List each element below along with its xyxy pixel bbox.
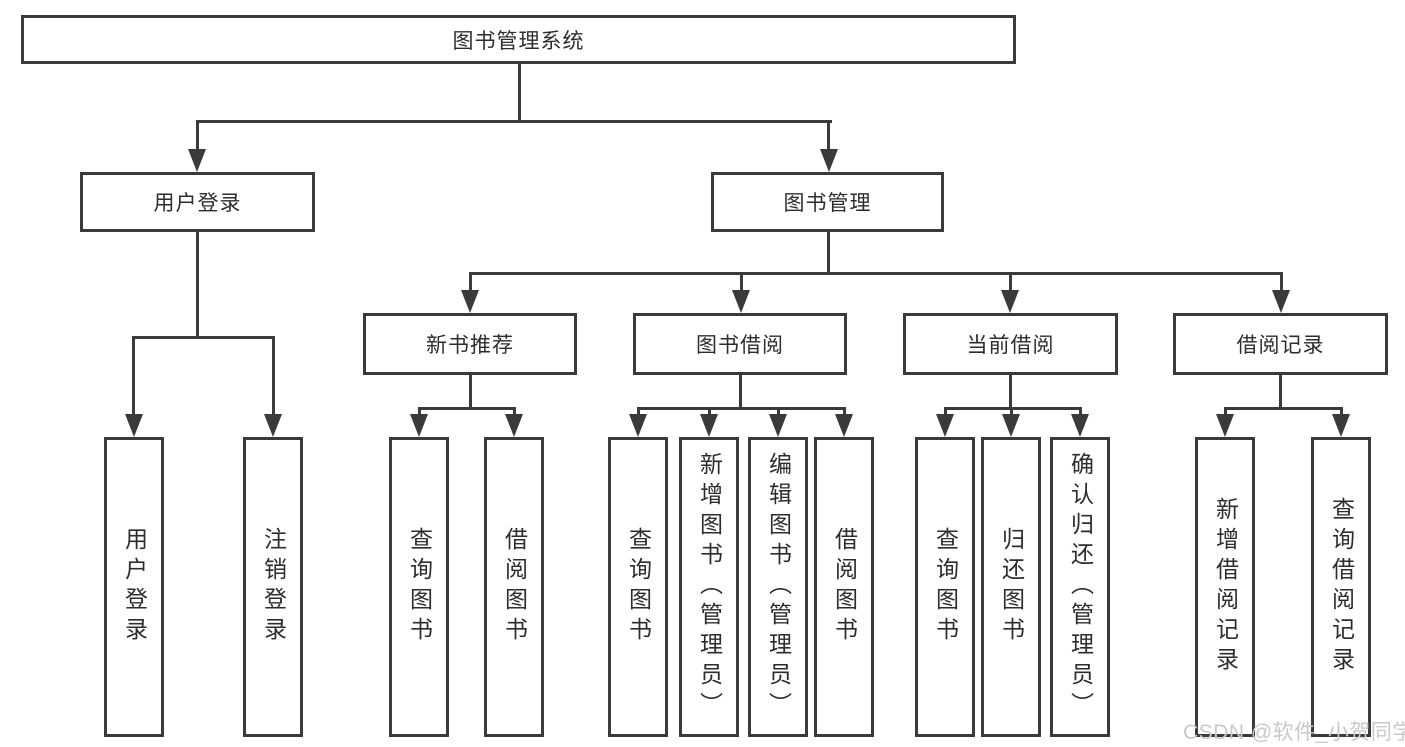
node-current-borrowing-label: 当前借阅 [966, 334, 1055, 357]
leaf-logout-label: 注销登录 [260, 527, 287, 647]
arrowhead-icon [505, 414, 523, 437]
leaf-borrow-books-recommend: 借阅图书 [484, 437, 544, 737]
node-current-borrowing: 当前借阅 [903, 313, 1118, 375]
connector-line [469, 272, 472, 290]
connector-line [944, 407, 947, 414]
leaf-query-books-current-label: 查询图书 [932, 527, 959, 647]
connector-line [1009, 272, 1012, 290]
arrowhead-icon [1001, 290, 1019, 313]
connector-line [469, 375, 472, 407]
connector-line [740, 272, 743, 290]
connector-line [518, 63, 521, 120]
arrowhead-icon [125, 414, 143, 437]
connector-line [1340, 407, 1343, 414]
connector-line [132, 336, 135, 414]
node-book-borrowing: 图书借阅 [633, 313, 847, 375]
connector-line [1010, 407, 1013, 414]
arrowhead-icon [1332, 414, 1350, 437]
leaf-add-book-admin: 新增图书（管理员） [679, 437, 739, 737]
connector-line [827, 232, 830, 272]
leaf-query-borrow-record-label: 查询借阅记录 [1328, 497, 1355, 677]
arrowhead-icon [835, 414, 853, 437]
node-user-login-label: 用户登录 [153, 192, 242, 215]
node-user-login: 用户登录 [80, 172, 315, 232]
leaf-borrow-books-recommend-label: 借阅图书 [501, 527, 528, 647]
root-node-label: 图书管理系统 [452, 29, 585, 53]
connector-line [513, 407, 516, 414]
arrowhead-icon [732, 290, 750, 313]
leaf-borrow-books-borrowing: 借阅图书 [814, 437, 874, 737]
connector-line [739, 375, 742, 407]
node-book-management-label: 图书管理 [783, 192, 872, 215]
connector-line [197, 120, 832, 123]
arrowhead-icon [629, 414, 647, 437]
arrowhead-icon [264, 414, 282, 437]
arrowhead-icon [820, 149, 838, 172]
connector-line [637, 407, 640, 414]
node-new-book-recommendation-label: 新书推荐 [426, 334, 514, 357]
arrowhead-icon [1272, 290, 1290, 313]
leaf-logout: 注销登录 [243, 437, 303, 737]
leaf-add-borrow-record: 新增借阅记录 [1195, 437, 1255, 737]
leaf-user-login-label: 用户登录 [121, 527, 148, 647]
node-borrowing-records: 借阅记录 [1173, 313, 1388, 375]
root-node: 图书管理系统 [21, 15, 1016, 64]
connector-line [418, 407, 516, 410]
arrowhead-icon [188, 149, 206, 172]
leaf-edit-book-admin-label: 编辑图书（管理员） [765, 452, 792, 722]
node-new-book-recommendation: 新书推荐 [363, 313, 577, 375]
arrowhead-icon [936, 414, 954, 437]
leaf-query-books-borrowing: 查询图书 [608, 437, 668, 737]
connector-line [272, 336, 275, 414]
connector-line [418, 407, 421, 414]
connector-line [196, 232, 199, 336]
leaf-return-book: 归还图书 [981, 437, 1041, 737]
arrowhead-icon [700, 414, 718, 437]
connector-line [1009, 375, 1012, 407]
connector-line [708, 407, 711, 414]
arrowhead-icon [1002, 414, 1020, 437]
node-book-borrowing-label: 图书借阅 [696, 334, 784, 357]
connector-line [827, 120, 830, 151]
arrowhead-icon [461, 290, 479, 313]
arrowhead-icon [769, 414, 787, 437]
node-borrowing-records-label: 借阅记录 [1236, 334, 1325, 357]
connector-line [637, 407, 846, 410]
leaf-query-borrow-record: 查询借阅记录 [1311, 437, 1371, 737]
watermark: CSDN @软件_小贺同学 [1183, 721, 1405, 744]
connector-line [133, 336, 274, 339]
leaf-borrow-books-borrowing-label: 借阅图书 [831, 527, 858, 647]
connector-line [1224, 407, 1227, 414]
arrowhead-icon [1216, 414, 1234, 437]
leaf-confirm-return-admin: 确认归还（管理员） [1050, 437, 1110, 737]
connector-line [944, 407, 1082, 410]
connector-line [1079, 407, 1082, 414]
leaf-add-borrow-record-label: 新增借阅记录 [1212, 497, 1239, 677]
leaf-confirm-return-admin-label: 确认归还（管理员） [1067, 452, 1094, 722]
connector-line [469, 272, 1282, 275]
leaf-query-books-current: 查询图书 [915, 437, 975, 737]
connector-line [843, 407, 846, 414]
connector-line [1224, 407, 1343, 410]
arrowhead-icon [1071, 414, 1089, 437]
connector-line [1279, 375, 1282, 407]
leaf-query-books-borrowing-label: 查询图书 [625, 527, 652, 647]
leaf-return-book-label: 归还图书 [998, 527, 1025, 647]
leaf-add-book-admin-label: 新增图书（管理员） [696, 452, 723, 722]
leaf-edit-book-admin: 编辑图书（管理员） [748, 437, 808, 737]
node-book-management: 图书管理 [711, 172, 944, 232]
connector-line [777, 407, 780, 414]
connector-line [1280, 272, 1283, 290]
leaf-user-login: 用户登录 [104, 437, 164, 737]
leaf-query-books-recommend: 查询图书 [389, 437, 449, 737]
connector-line [196, 120, 199, 151]
arrowhead-icon [410, 414, 428, 437]
leaf-query-books-recommend-label: 查询图书 [406, 527, 433, 647]
